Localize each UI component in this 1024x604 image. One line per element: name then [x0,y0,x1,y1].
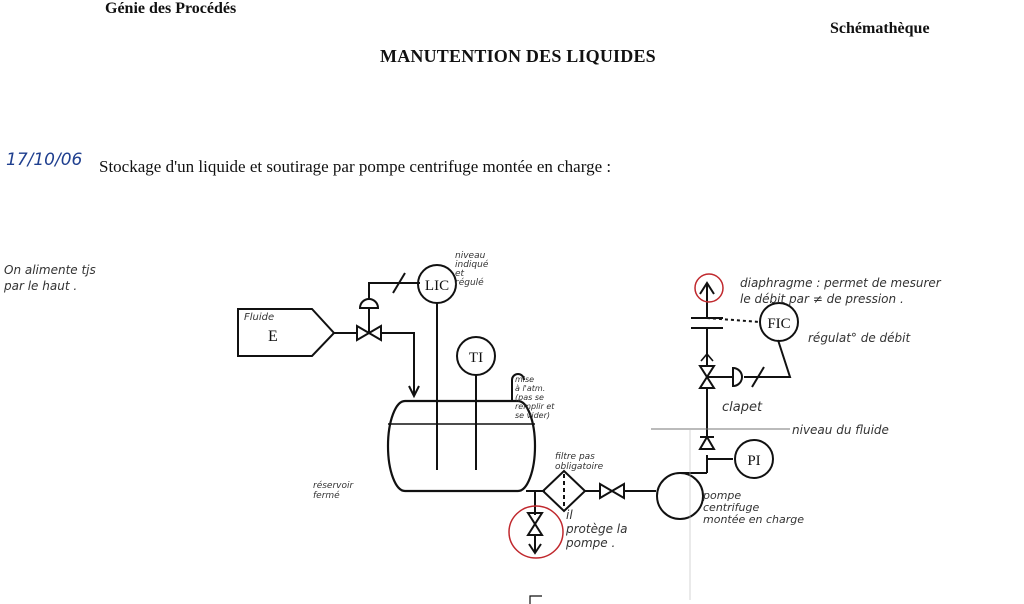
fic-signal-line [744,339,792,378]
note-filtre: filtre pas obligatoire [555,452,604,472]
signal-tick [392,272,406,294]
tank-vent [511,373,525,401]
inlet-block: E Fluide [237,308,336,357]
page-fragment [529,595,542,604]
pi-instrument: PI [734,439,774,479]
note-niveau-fluide: niveau du fluide [792,423,889,437]
side-note: On alimente tjs par le haut . [4,263,96,293]
note-mise-atm: mise à l'atm. (pas se remplir et se vide… [515,375,555,420]
check-valve [698,435,716,450]
section-subtitle: Stockage d'un liquide et soutirage par p… [99,157,612,176]
tank-feed-pipe [381,332,415,395]
orifice-plate [691,317,761,329]
note-reservoir: réservoir fermé [313,481,354,501]
page-title: MANUTENTION DES LIQUIDES [380,46,656,66]
outlet-arrow [699,281,715,295]
storage-tank [386,399,537,493]
outlet-highlight-circle [694,273,724,303]
note-protege: il protège la pompe . [566,508,628,550]
handwritten-date: 17/10/06 [6,150,83,170]
note-pompe: pompe centrifuge montée en charge [703,489,805,526]
flow-control-valve [698,365,743,389]
drain-valve [526,512,544,555]
lic-label: LIC [425,278,449,294]
header-left: Génie des Procédés [105,0,237,17]
note-regulation: régulat° de débit [808,331,911,345]
note-diaphragme: diaphragme : permet de mesurer le débit … [740,276,941,306]
feed-arrow [408,385,420,399]
lic-instrument: LIC [417,264,457,304]
inlet-tag: Fluide [244,312,274,323]
drain-highlight-circle [508,505,564,559]
header-right: Schémathèque [830,20,930,37]
filter [541,469,587,513]
fic-label: FIC [767,316,790,332]
flow-arrow [700,352,714,362]
inlet-label: E [268,328,278,345]
note-niveau: niveau indiqué et régulé [455,251,489,288]
note-clapet: clapet [722,400,763,415]
lic-signal-line [368,282,420,300]
centrifugal-pump [656,472,707,520]
ti-label: TI [469,350,483,366]
fic-signal-tick [751,366,765,388]
ti-instrument: TI [456,336,496,376]
pump-suction-valve [599,482,625,500]
fic-instrument: FIC [759,302,799,342]
pi-label: PI [747,453,760,469]
inlet-control-valve [356,298,382,342]
